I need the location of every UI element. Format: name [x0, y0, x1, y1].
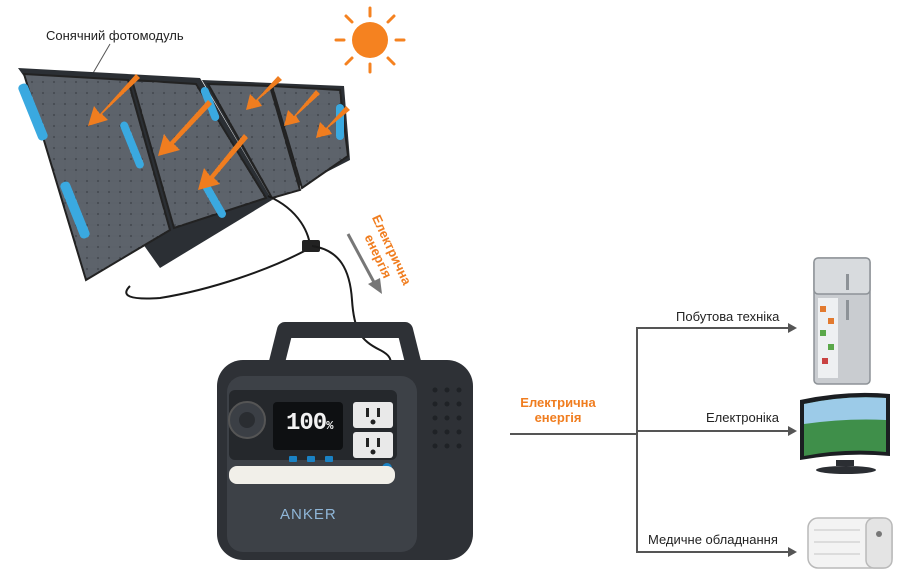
medical-label: Медичне обладнання: [648, 532, 778, 547]
branch-electronics-line: [636, 430, 790, 432]
bus-line: [636, 327, 638, 553]
sun-icon: [334, 6, 406, 74]
brand-logo: ANKER: [280, 506, 337, 523]
arrow-medical-icon: [788, 547, 797, 557]
tv-icon: [800, 392, 890, 474]
arrow-electronics-icon: [788, 426, 797, 436]
branch-medical-line: [636, 551, 790, 553]
energy-label-line2: енергія: [534, 410, 582, 425]
medical-device-icon: [807, 517, 893, 569]
energy-arrow-icon: [346, 233, 382, 294]
appliances-label: Побутова техніка: [676, 309, 780, 324]
battery-display: 100%: [286, 410, 333, 437]
energy-label-center: Електрична енергія: [510, 395, 606, 425]
power-station: [217, 322, 473, 560]
battery-percent-unit: %: [326, 419, 333, 433]
electronics-label: Електроніка: [706, 410, 780, 425]
solar-panels: [18, 68, 350, 300]
fridge-icon: [813, 257, 871, 385]
branch-appliances-line: [636, 327, 790, 329]
solar-module-label: Сонячний фотомодуль: [46, 28, 184, 43]
arrow-appliances-icon: [788, 323, 797, 333]
main-feed-line: [510, 433, 638, 435]
energy-label-line1: Електрична: [520, 395, 596, 410]
battery-percent-value: 100: [286, 410, 327, 437]
